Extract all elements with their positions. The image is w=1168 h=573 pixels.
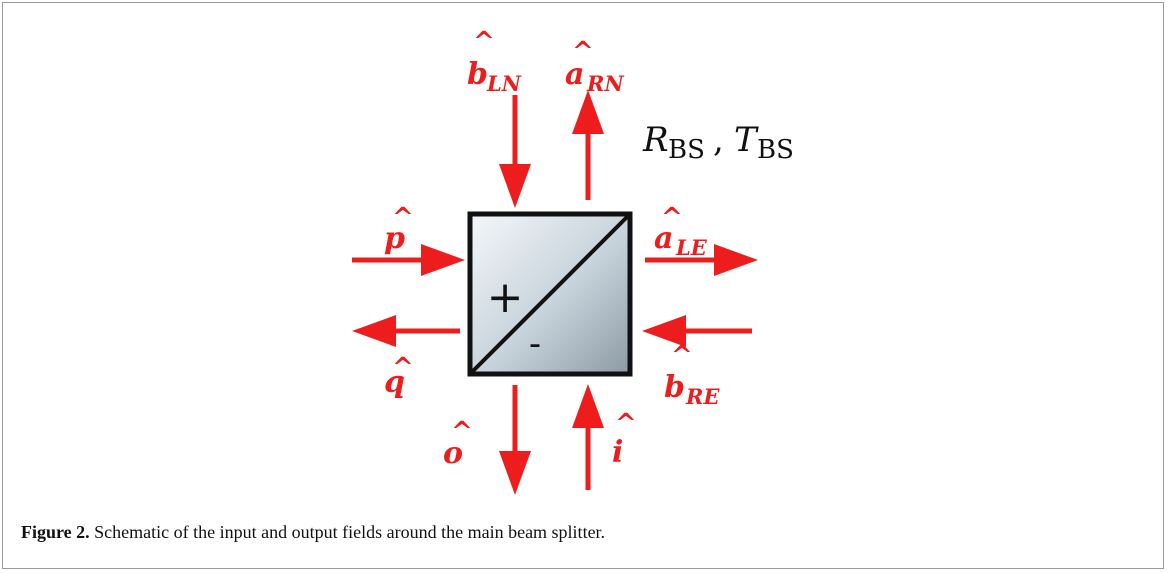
arrow-a-rn bbox=[572, 90, 604, 200]
param-t-sub: BS bbox=[757, 135, 794, 165]
svg-text:^: ^ bbox=[451, 417, 473, 447]
label-i: ^ i bbox=[612, 409, 637, 470]
label-p-symbol: p bbox=[384, 221, 405, 256]
splitter-diagonal bbox=[470, 214, 630, 374]
label-q-symbol: q bbox=[384, 365, 405, 400]
minus-sign: - bbox=[529, 324, 541, 364]
svg-text:^: ^ bbox=[615, 409, 637, 439]
svg-text:^: ^ bbox=[671, 341, 693, 371]
param-t: T bbox=[734, 120, 759, 160]
label-o: ^ o bbox=[443, 417, 473, 471]
label-a-le-sub: LE bbox=[675, 235, 708, 260]
label-q: ^ q bbox=[384, 353, 414, 400]
label-b-re: ^ b RE bbox=[664, 341, 720, 409]
svg-text:^: ^ bbox=[392, 203, 414, 233]
label-b-ln-symbol: b bbox=[467, 57, 488, 92]
label-i-symbol: i bbox=[612, 435, 623, 470]
label-p: ^ p bbox=[384, 203, 414, 256]
param-r: R bbox=[642, 120, 669, 160]
param-r-sub: BS bbox=[668, 135, 705, 165]
svg-text:^: ^ bbox=[661, 203, 683, 233]
arrow-b-re bbox=[642, 315, 752, 347]
label-b-re-symbol: b bbox=[664, 370, 685, 405]
label-o-symbol: o bbox=[443, 436, 463, 471]
param-separator: , bbox=[713, 120, 724, 160]
figure-caption: Figure 2. Schematic of the input and out… bbox=[21, 522, 1141, 543]
figure-caption-text: Schematic of the input and output fields… bbox=[94, 522, 606, 542]
field-labels: ^ b LN ^ a RN ^ p ^ a LE ^ q ^ b RE bbox=[384, 27, 720, 471]
figure-label: Figure 2. bbox=[21, 522, 90, 542]
arrow-b-ln bbox=[499, 95, 531, 208]
beam-splitter: + - bbox=[467, 211, 633, 377]
plus-sign: + bbox=[487, 272, 524, 323]
label-b-ln: ^ b LN bbox=[467, 27, 522, 96]
arrow-q bbox=[352, 315, 460, 347]
arrow-o bbox=[499, 385, 531, 495]
splitter-parameters: R BS , T BS bbox=[642, 120, 794, 165]
label-a-rn: ^ a RN bbox=[565, 37, 624, 96]
arrow-p bbox=[352, 244, 465, 276]
label-a-rn-sub: RN bbox=[586, 71, 624, 96]
svg-text:^: ^ bbox=[572, 37, 594, 67]
field-arrows bbox=[352, 90, 758, 495]
label-a-rn-symbol: a bbox=[565, 57, 584, 92]
label-b-ln-sub: LN bbox=[486, 71, 522, 96]
label-a-le-symbol: a bbox=[654, 221, 673, 256]
arrow-a-le bbox=[645, 244, 758, 276]
arrow-i bbox=[572, 384, 604, 490]
label-b-re-sub: RE bbox=[685, 384, 720, 409]
svg-text:^: ^ bbox=[392, 353, 414, 383]
svg-text:^: ^ bbox=[473, 27, 495, 57]
label-a-le: ^ a LE bbox=[654, 203, 708, 260]
